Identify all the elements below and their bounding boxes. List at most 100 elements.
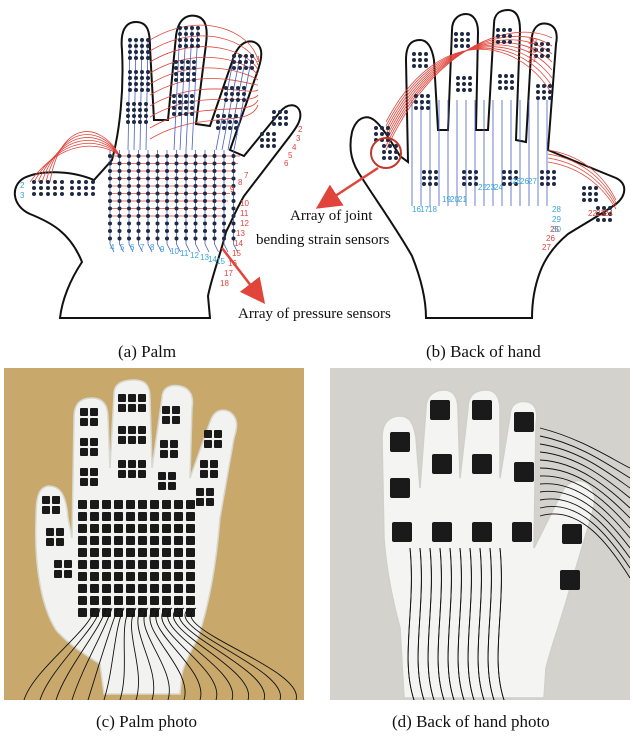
back-sensor-dot	[456, 76, 460, 80]
palm-photo-sensor-pad	[186, 584, 195, 593]
palm-sensor-dot	[175, 169, 179, 173]
palm-photo-sensor-pad	[150, 584, 159, 593]
palm-photo-sensor-pad	[90, 478, 98, 486]
palm-photo-sensor-pad	[196, 498, 204, 506]
palm-sensor-dot	[213, 222, 217, 226]
back-sensor-dot	[420, 100, 424, 104]
palm-red-label: 18	[220, 279, 229, 288]
palm-sensor-dot	[190, 100, 194, 104]
palm-sensor-dot	[165, 214, 169, 218]
palm-red-label: 11	[240, 209, 249, 218]
palm-sensor-dot	[128, 88, 132, 92]
palm-sensor-dot	[194, 169, 198, 173]
caption-d: (d) Back of hand photo	[392, 712, 550, 732]
palm-sensor-dot	[134, 88, 138, 92]
back-red-label: 21	[528, 55, 537, 64]
palm-photo-sensor-pad	[128, 436, 136, 444]
palm-photo-sensor-pad	[174, 500, 183, 509]
palm-sensor-dot	[178, 38, 182, 42]
palm-photo-sensor-pad	[64, 570, 72, 578]
back-sensor-dot	[420, 106, 424, 110]
palm-photo-sensor-pad	[174, 584, 183, 593]
palm-sensor-dot	[224, 98, 228, 102]
back-sensor-dot	[468, 88, 472, 92]
palm-sensor-dot	[128, 38, 132, 42]
palm-photo-sensor-pad	[90, 524, 99, 533]
palm-red-label: 12	[240, 219, 249, 228]
palm-sensor-dot	[194, 207, 198, 211]
palm-sensor-dot	[184, 32, 188, 36]
palm-sensor-dot	[144, 108, 148, 112]
palm-sensor-dot	[203, 222, 207, 226]
palm-sensor-dot	[146, 199, 150, 203]
palm-photo-sensor-pad	[210, 460, 218, 468]
palm-sensor-dot	[140, 76, 144, 80]
palm-sensor-dot	[222, 222, 226, 226]
palm-sensor-dot	[70, 192, 74, 196]
back-sensor-dot	[424, 58, 428, 62]
palm-sensor-dot	[175, 229, 179, 233]
palm-photo-sensor-pad	[186, 596, 195, 605]
palm-sensor-dot	[184, 100, 188, 104]
palm-sensor-dot	[194, 229, 198, 233]
palm-sensor-dot	[196, 38, 200, 42]
back-sensor-dot	[546, 42, 550, 46]
palm-sensor-dot	[266, 132, 270, 136]
back-sensor-dot	[548, 84, 552, 88]
palm-photo-sensor-pad	[160, 450, 168, 458]
palm-sensor-dot	[194, 177, 198, 181]
palm-sensor-dot	[266, 144, 270, 148]
palm-sensor-dot	[232, 162, 236, 166]
palm-photo-sensor-pad	[150, 572, 159, 581]
back-red-label: 20	[528, 46, 537, 55]
palm-sensor-dot	[53, 192, 57, 196]
palm-sensor-dot	[284, 122, 288, 126]
palm-sensor-dot	[203, 154, 207, 158]
back-sensor-dot	[388, 144, 392, 148]
palm-photo-sensor-pad	[114, 512, 123, 521]
palm-sensor-dot	[175, 154, 179, 158]
palm-photo-sensor-pad	[78, 548, 87, 557]
palm-sensor-dot	[39, 180, 43, 184]
palm-sensor-dot	[108, 162, 112, 166]
palm-sensor-dot	[156, 184, 160, 188]
palm-sensor-dot	[127, 162, 131, 166]
palm-photo-sensor-pad	[78, 524, 87, 533]
palm-red-label: 10	[240, 199, 249, 208]
palm-sensor-dot	[184, 214, 188, 218]
palm-sensor-dot	[146, 38, 150, 42]
palm-sensor-dot	[156, 229, 160, 233]
palm-sensor-dot	[144, 114, 148, 118]
back-sensor-dot	[382, 144, 386, 148]
back-blue-label: 28	[552, 205, 561, 214]
back-sensor-dot	[474, 170, 478, 174]
palm-sensor-dot	[175, 192, 179, 196]
palm-photo-sensor-pad	[102, 584, 111, 593]
palm-sensor-dot	[186, 78, 190, 82]
palm-photo-sensor-pad	[158, 472, 166, 480]
back-sensor-dot	[454, 32, 458, 36]
palm-sensor-dot	[213, 229, 217, 233]
palm-sensor-dot	[190, 32, 194, 36]
palm-sensor-dot	[260, 138, 264, 142]
palm-sensor-dot	[140, 38, 144, 42]
palm-red-label: 14	[234, 239, 243, 248]
palm-photo-svg	[4, 368, 304, 700]
palm-sensor-dot	[178, 112, 182, 116]
palm-photo-sensor-pad	[162, 406, 170, 414]
palm-sensor-dot	[230, 86, 234, 90]
back-sensor-dot	[462, 82, 466, 86]
palm-photo-sensor-pad	[186, 572, 195, 581]
palm-sensor-dot	[146, 70, 150, 74]
palm-photo-sensor-pad	[56, 538, 64, 546]
palm-sensor-dot	[146, 154, 150, 158]
back-sensor-dot	[418, 64, 422, 68]
back-sensor-dot	[456, 88, 460, 92]
palm-sensor-dot	[244, 54, 248, 58]
palm-sensor-dot	[175, 222, 179, 226]
palm-sensor-dot	[213, 169, 217, 173]
palm-sensor-dot	[178, 32, 182, 36]
back-photo-sensor-pad	[472, 400, 492, 420]
palm-sensor-dot	[84, 186, 88, 190]
palm-sensor-dot	[213, 237, 217, 241]
